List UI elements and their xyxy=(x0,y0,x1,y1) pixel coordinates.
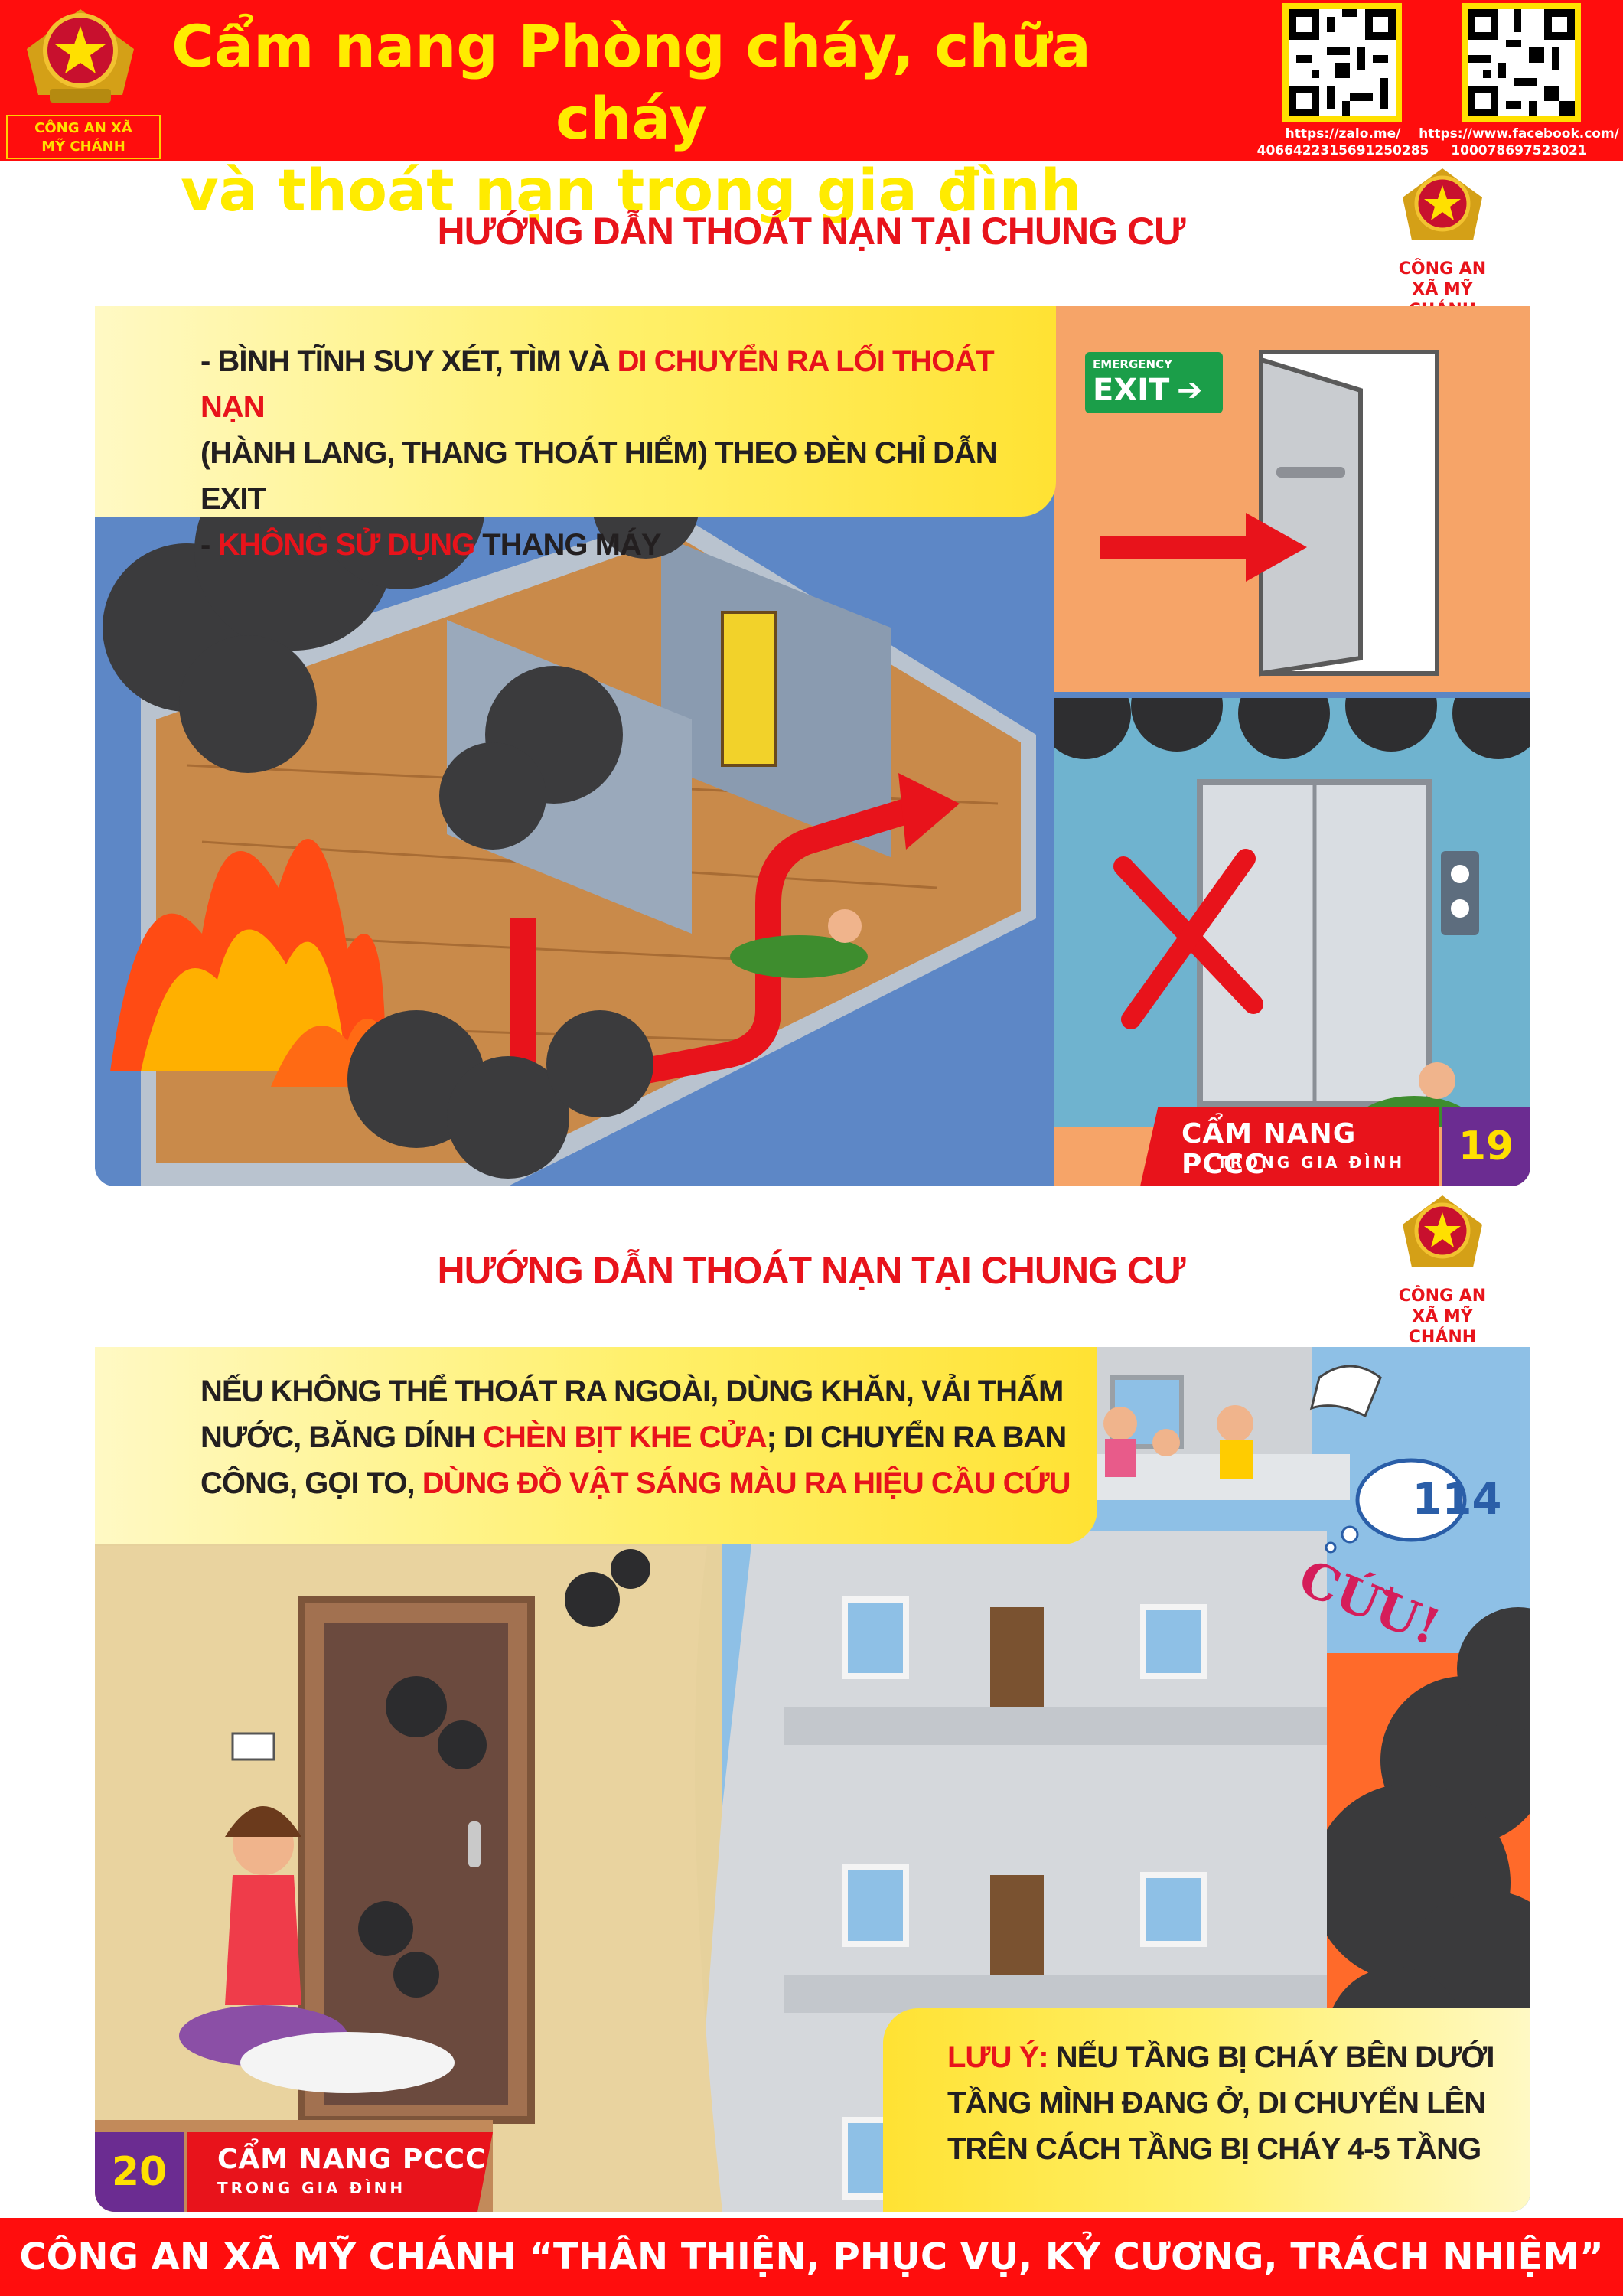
facebook-link[interactable]: https://www.facebook.com/ 10007869752302… xyxy=(1416,126,1622,159)
page-title-line1: Cẩm nang Phòng cháy, chữa cháy xyxy=(171,12,1091,152)
card2-line3-highlight: DÙNG ĐỒ VẬT SÁNG MÀU RA HIỆU CẦU CỨU xyxy=(422,1466,1071,1500)
exit-sign-text: EXIT xyxy=(1093,373,1170,408)
page-title: Cẩm nang Phòng cháy, chữa cháy và thoát … xyxy=(161,11,1102,227)
police-emblem-icon xyxy=(27,9,134,103)
zalo-link-line1: https://zalo.me/ xyxy=(1285,126,1401,142)
card2-instruction-line2: NƯỚC, BĂNG DÍNH CHÈN BỊT KHE CỬA; DI CHU… xyxy=(200,1414,1097,1460)
card2-badge-line1: CÔNG AN xyxy=(1398,1287,1487,1306)
card2-page-number: 20 xyxy=(95,2132,184,2212)
card1-tag-line1: CẨM NANG PCCC xyxy=(1181,1118,1357,1180)
card2-tag-line2: TRONG GIA ĐÌNH xyxy=(217,2179,406,2197)
hotline-bubble-text: 114 xyxy=(1412,1475,1502,1525)
exit-sign-small-text: EMERGENCY xyxy=(1093,357,1172,371)
card2-line3-text: CÔNG, GỌI TO, xyxy=(200,1466,422,1500)
card1-instruction-line3: - KHÔNG SỬ DỤNG THANG MÁY xyxy=(200,522,1056,568)
zalo-link-line2: 4066422315691250285 xyxy=(1256,143,1429,158)
card2-note-label: LƯU Ý: xyxy=(947,2040,1049,2074)
header-banner: CÔNG AN XÃ MỸ CHÁNH Cẩm nang Phòng cháy,… xyxy=(0,0,1623,224)
facebook-qr-code[interactable] xyxy=(1462,3,1581,122)
card1-badge-line1: CÔNG AN xyxy=(1398,259,1487,279)
card1-line3-dash: - xyxy=(200,528,218,562)
card2-line2-highlight: CHÈN BỊT KHE CỬA xyxy=(483,1420,768,1454)
card2-line2-text: NƯỚC, BĂNG DÍNH xyxy=(200,1420,484,1454)
exit-arrow-icon: ➔ xyxy=(1177,373,1203,408)
unit-label-line1: CÔNG AN XÃ xyxy=(34,120,132,136)
unit-label: CÔNG AN XÃ MỸ CHÁNH xyxy=(6,115,161,159)
apartment-fire-scene xyxy=(95,306,1054,1186)
card1-page-number: 19 xyxy=(1442,1107,1530,1186)
card2-tag-line1: CẨM NANG PCCC xyxy=(217,2144,487,2175)
card2-note-line2: TẦNG MÌNH ĐANG Ở, DI CHUYỂN LÊN xyxy=(947,2086,1486,2120)
facebook-link-line2: 100078697523021 xyxy=(1451,143,1587,158)
card1-instruction-line2: (HÀNH LANG, THANG THOÁT HIỂM) THEO ĐÈN C… xyxy=(200,436,998,516)
card1-badge: CÔNG AN XÃ MỸ CHÁNH xyxy=(1377,164,1507,321)
card2-illustration: 114 CỨU! NẾU KHÔNG THỂ THOÁT RA NGOÀI, D… xyxy=(95,1347,1530,2212)
card2-note-text1: NẾU TẦNG BỊ CHÁY BÊN DƯỚI xyxy=(1048,2040,1495,2074)
facebook-link-line1: https://www.facebook.com/ xyxy=(1419,126,1619,142)
card2-instruction-box: NẾU KHÔNG THỂ THOÁT RA NGOÀI, DÙNG KHĂN,… xyxy=(95,1347,1097,1544)
zalo-link[interactable]: https://zalo.me/ 4066422315691250285 xyxy=(1247,126,1439,159)
card2-note-line1: LƯU Ý: NẾU TẦNG BỊ CHÁY BÊN DƯỚI xyxy=(947,2034,1530,2080)
card2-note-box: LƯU Ý: NẾU TẦNG BỊ CHÁY BÊN DƯỚI TẦNG MÌ… xyxy=(883,2008,1530,2212)
card2-instruction-line3: CÔNG, GỌI TO, DÙNG ĐỒ VẬT SÁNG MÀU RA HI… xyxy=(200,1460,1097,1506)
card1-tag-line2: TRONG GIA ĐÌNH xyxy=(1217,1153,1406,1172)
card1-instruction-line1: - BÌNH TĨNH SUY XÉT, TÌM VÀ DI CHUYỂN RA… xyxy=(200,338,1056,430)
card1-line3-highlight: KHÔNG SỬ DỤNG xyxy=(217,528,475,562)
card1-line3-text: THANG MÁY xyxy=(474,528,661,562)
footer-slogan: CÔNG AN XÃ MỸ CHÁNH “THÂN THIỆN, PHỤC VỤ… xyxy=(0,2218,1623,2296)
card1-illustration: EMERGENCY EXIT ➔ - BÌNH TĨNH SUY XÉT, TÌ… xyxy=(95,306,1530,1186)
elevator-scene xyxy=(1054,698,1530,1186)
card2-instruction-line1: NẾU KHÔNG THỂ THOÁT RA NGOÀI, DÙNG KHĂN,… xyxy=(200,1375,1064,1408)
exit-door-scene xyxy=(1054,306,1530,692)
page-title-line2: và thoát nạn trong gia đình xyxy=(181,156,1082,224)
zalo-qr-code[interactable] xyxy=(1282,3,1402,122)
qr-pattern-icon xyxy=(1468,9,1575,116)
card1-line1-highlight: DI CHUYỂN RA LỐI THOÁT NẠN xyxy=(200,344,995,424)
card2-badge-line2: XÃ MỸ CHÁNH xyxy=(1408,1307,1477,1347)
police-emblem-icon xyxy=(1403,1195,1482,1267)
card1-instruction-box: - BÌNH TĨNH SUY XÉT, TÌM VÀ DI CHUYỂN RA… xyxy=(95,306,1056,562)
police-emblem-icon xyxy=(1403,168,1482,240)
card2-title: HƯỚNG DẪN THOÁT NẠN TẠI CHUNG CƯ xyxy=(437,1249,1186,1292)
card2-handbook-tag: CẨM NANG PCCC TRONG GIA ĐÌNH xyxy=(187,2132,493,2212)
unit-label-line2: MỸ CHÁNH xyxy=(41,139,125,155)
card1-line1-text: - BÌNH TĨNH SUY XÉT, TÌM VÀ xyxy=(200,344,618,378)
card1-handbook-tag: CẨM NANG PCCC TRONG GIA ĐÌNH xyxy=(1140,1107,1439,1186)
card2-line2-tail: ; DI CHUYỂN RA BAN xyxy=(766,1420,1067,1454)
card1-title: HƯỚNG DẪN THOÁT NẠN TẠI CHUNG CƯ xyxy=(437,210,1186,253)
card2-note-line3: TRÊN CÁCH TẦNG BỊ CHÁY 4-5 TẦNG xyxy=(947,2132,1481,2166)
card2-badge: CÔNG AN XÃ MỸ CHÁNH xyxy=(1377,1191,1507,1348)
qr-pattern-icon xyxy=(1289,9,1396,116)
